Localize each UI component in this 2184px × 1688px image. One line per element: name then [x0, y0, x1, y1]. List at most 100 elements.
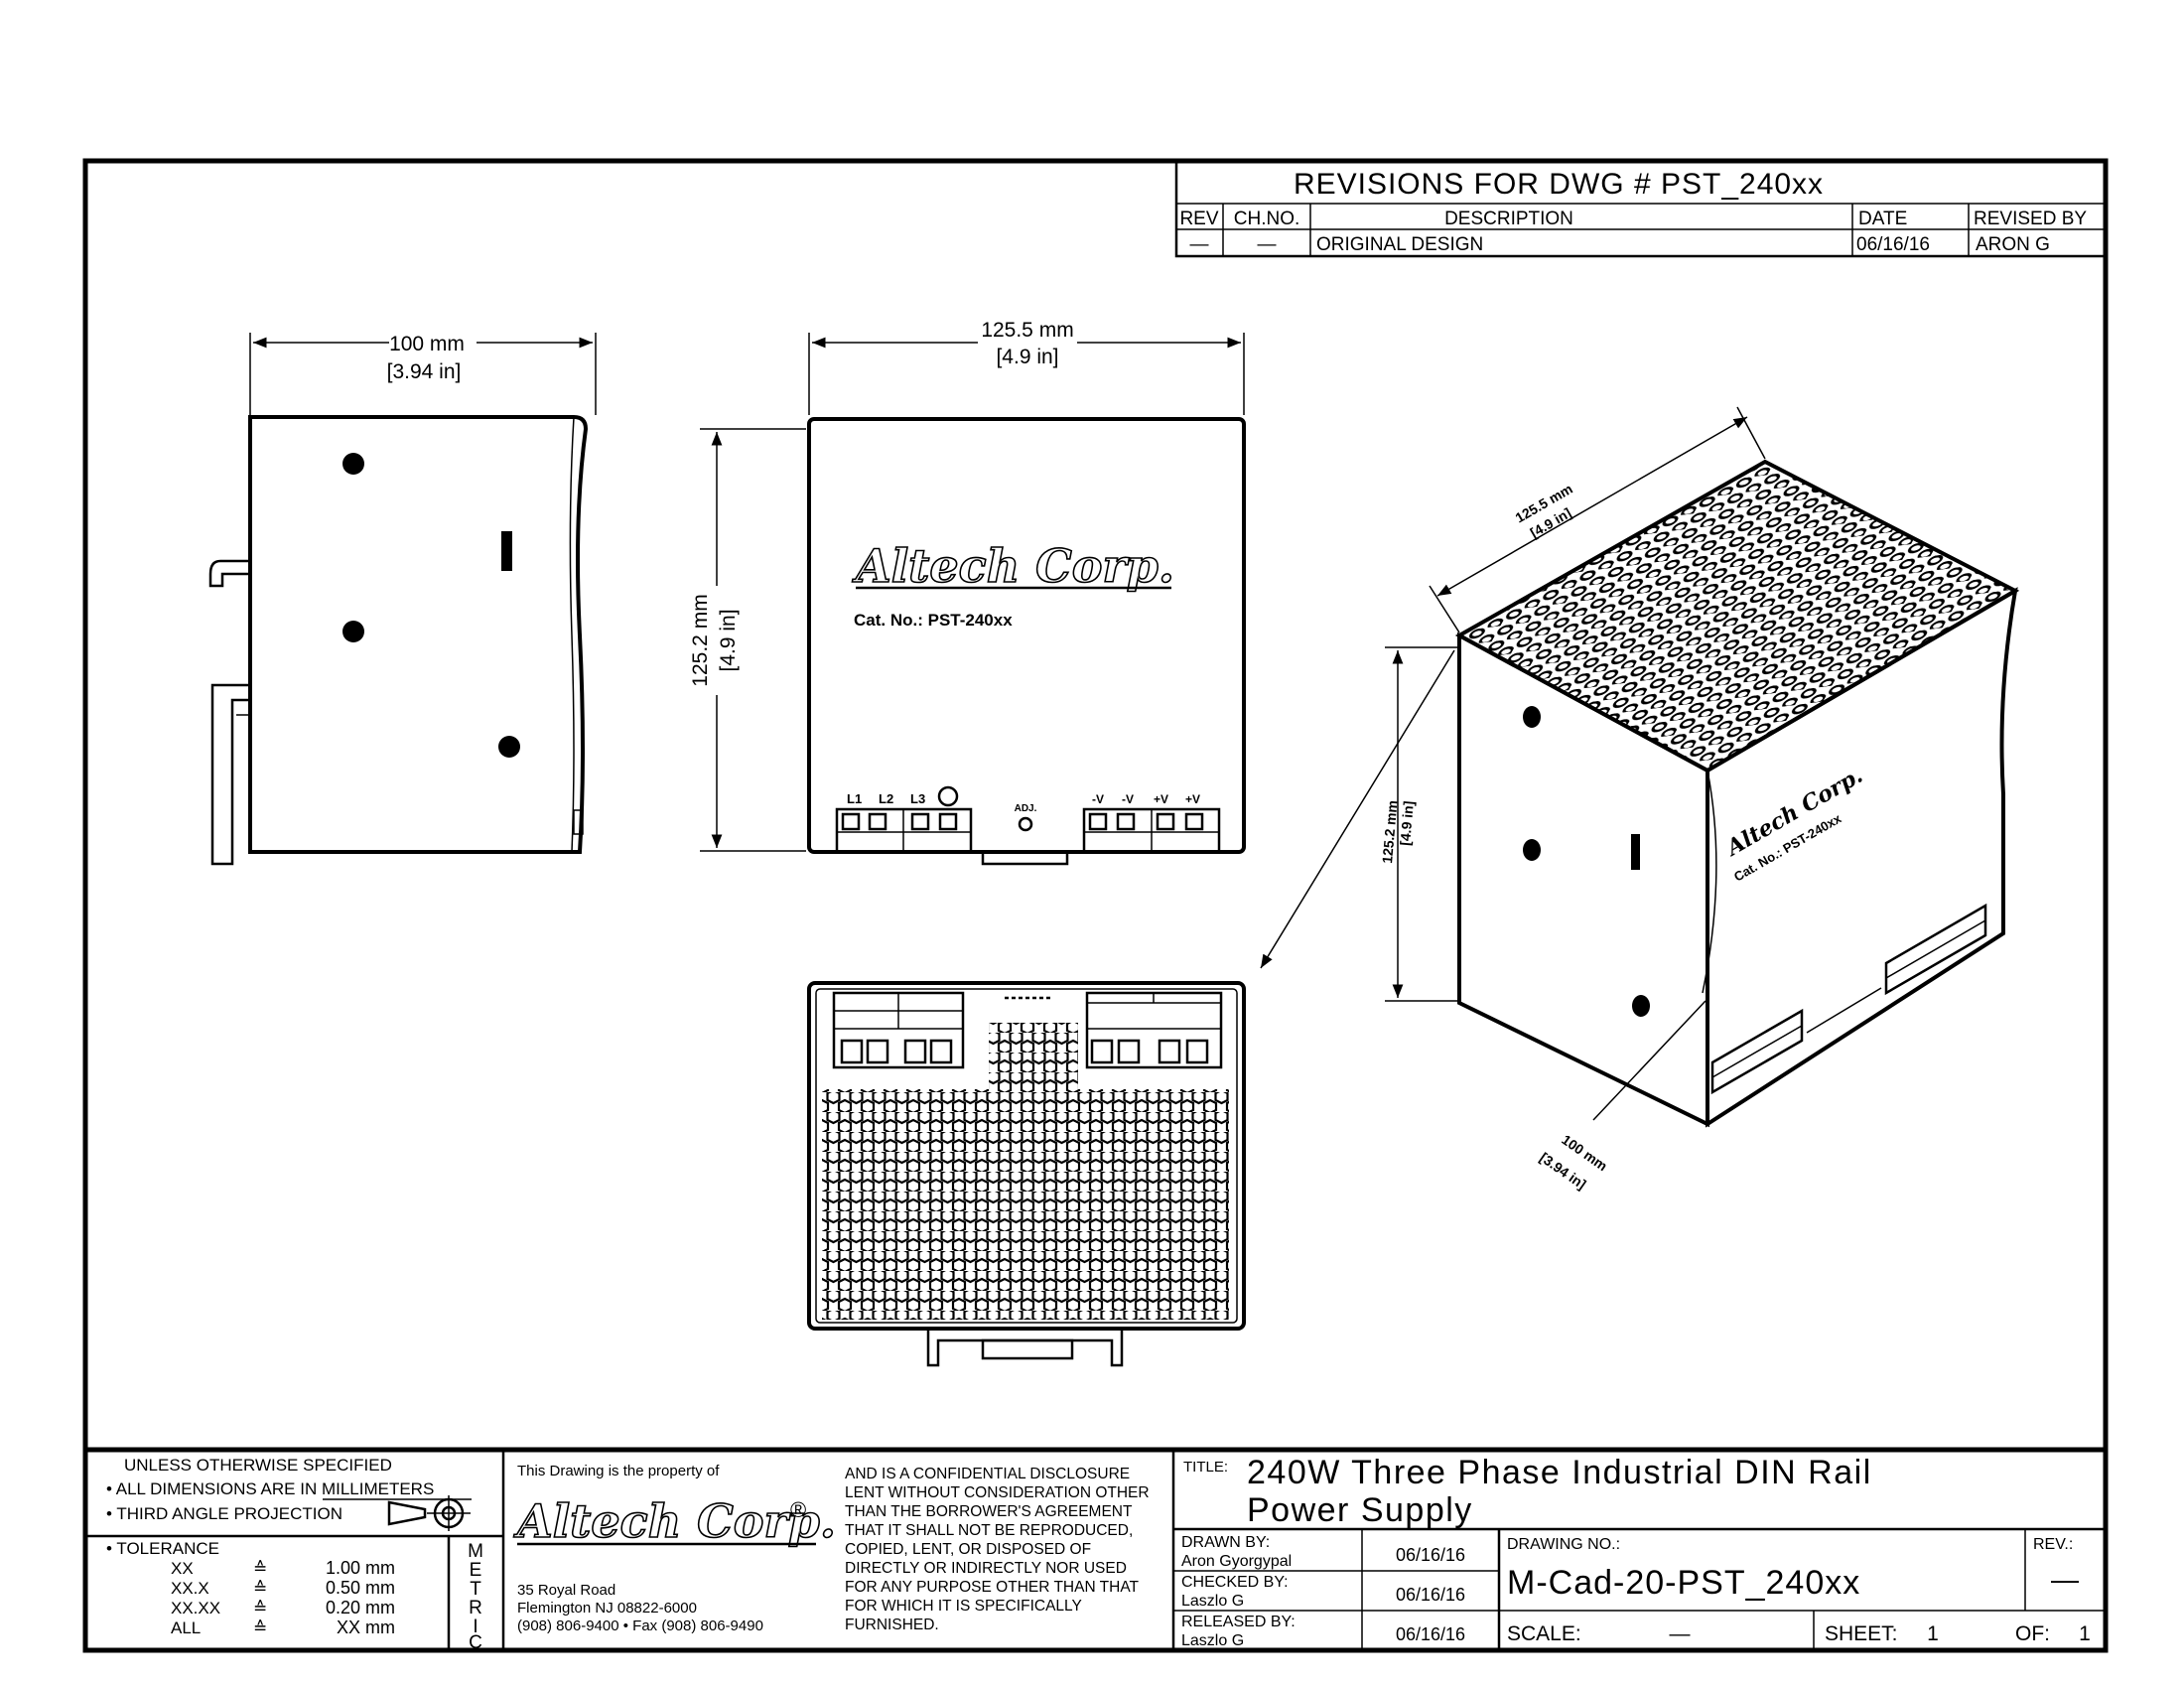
metric-letter-m: M — [468, 1541, 483, 1562]
adjust-potentiometer-icon — [1018, 816, 1033, 832]
tol-all-key: ALL — [171, 1618, 201, 1637]
revisions-title: REVISIONS FOR DWG # PST_240xx — [1294, 168, 1824, 201]
tol-xxxx-sym: ≙ — [253, 1599, 267, 1618]
metric-letter-r: R — [469, 1598, 482, 1618]
drawing-no-label: DRAWING NO.: — [1507, 1536, 1620, 1553]
notes-unless-specified: UNLESS OTHERWISE SPECIFIED — [124, 1456, 392, 1475]
checked-by-label: CHECKED BY: — [1181, 1574, 1289, 1591]
side-width-dimension-in: [3.94 in] — [387, 360, 462, 383]
revised-by-col-header: REVISED BY — [1974, 209, 2087, 229]
property-address-city: Flemington NJ 08822-6000 — [517, 1600, 697, 1617]
front-view: 125.5 mm [4.9 in] 125.2 mm [4.9 in] Alte… — [689, 319, 1246, 866]
front-height-dimension: 125.2 mm — [689, 594, 712, 686]
chno-cell: — — [1258, 234, 1277, 255]
front-width-dimension: 125.5 mm — [981, 319, 1073, 342]
front-width-dimension-in: [4.9 in] — [996, 346, 1058, 368]
sheet-value: 1 — [1927, 1622, 1939, 1645]
rev-col-header: REV — [1179, 209, 1218, 229]
front-catalog-number: Cat. No.: PST-240xx — [854, 611, 1013, 630]
drawing-title-line1: 240W Three Phase Industrial DIN Rail — [1247, 1454, 1872, 1491]
tol-xx-key: XX — [171, 1559, 194, 1578]
tol-xx-value: 1.00 mm — [326, 1558, 395, 1578]
third-angle-projection-icon — [387, 1495, 471, 1531]
title-label: TITLE: — [1183, 1459, 1228, 1476]
revised-by-cell: ARON G — [1976, 234, 2050, 255]
tolerance-label: • TOLERANCE — [106, 1539, 219, 1558]
side-view: 100 mm [3.94 in] — [208, 333, 597, 866]
property-address-phone: (908) 806-9400 • Fax (908) 806-9490 — [517, 1618, 763, 1634]
property-brand-logo: Altech Corp. — [513, 1494, 836, 1548]
checked-by-name: Laszlo G — [1181, 1593, 1244, 1610]
rev-value: — — [2051, 1564, 2079, 1595]
revisions-table: REVISIONS FOR DWG # PST_240xx REV CH.NO.… — [1174, 159, 2108, 258]
property-registered-mark: ® — [790, 1497, 806, 1522]
description-col-header: DESCRIPTION — [1444, 209, 1573, 229]
metric-letter-i: I — [473, 1617, 478, 1637]
drawn-by-label: DRAWN BY: — [1181, 1534, 1270, 1551]
tol-xx-sym: ≙ — [253, 1559, 267, 1578]
tol-xxx-value: 0.50 mm — [326, 1578, 395, 1598]
front-height-dimension-in: [4.9 in] — [717, 609, 740, 671]
notes-third-angle: • THIRD ANGLE PROJECTION — [106, 1504, 342, 1523]
metric-letter-t: T — [470, 1579, 481, 1600]
tol-xxx-key: XX.X — [171, 1579, 209, 1598]
disclosure-line: COPIED, LENT, OR DISPOSED OF — [845, 1541, 1091, 1558]
tol-all-value: XX mm — [337, 1618, 395, 1637]
iso-height-dimension-in: [4.9 in] — [1397, 800, 1417, 846]
disclosure-line: LENT WITHOUT CONSIDERATION OTHER — [845, 1484, 1150, 1501]
isometric-view: Altech Corp. Cat. No.: PST-240xx 125.5 m… — [1260, 406, 2020, 1193]
disclosure-line: AND IS A CONFIDENTIAL DISCLOSURE — [845, 1466, 1130, 1482]
checked-date: 06/16/16 — [1396, 1585, 1465, 1605]
tol-xxxx-key: XX.XX — [171, 1599, 220, 1618]
notes-dimensions-mm: • ALL DIMENSIONS ARE IN MILLIMETERS — [106, 1479, 434, 1498]
released-by-label: RELEASED BY: — [1181, 1614, 1296, 1630]
disclosure-line: THAT IT SHALL NOT BE REPRODUCED, — [845, 1522, 1133, 1539]
terminal-l2-label: L2 — [879, 791, 893, 806]
drawn-date: 06/16/16 — [1396, 1545, 1465, 1565]
released-date: 06/16/16 — [1396, 1624, 1465, 1644]
released-by-name: Laszlo G — [1181, 1632, 1244, 1649]
date-col-header: DATE — [1858, 209, 1907, 229]
metric-letter-e: E — [470, 1560, 482, 1581]
disclosure-line: FOR ANY PURPOSE OTHER THAN THAT — [845, 1579, 1140, 1596]
title-block: UNLESS OTHERWISE SPECIFIED • ALL DIMENSI… — [85, 1447, 2106, 1653]
tol-xxx-sym: ≙ — [253, 1579, 267, 1598]
rev-cell: — — [1190, 234, 1209, 255]
scale-value: — — [1670, 1622, 1691, 1645]
terminal-pos-v-2-label: +V — [1185, 792, 1200, 806]
terminal-neg-v-1-label: -V — [1092, 792, 1104, 806]
ground-icon — [937, 785, 959, 807]
terminal-pos-v-1-label: +V — [1154, 792, 1168, 806]
metric-letter-c: C — [469, 1632, 482, 1653]
property-address-street: 35 Royal Road — [517, 1582, 615, 1599]
iso-height-dimension: 125.2 mm — [1379, 799, 1401, 864]
description-cell: ORIGINAL DESIGN — [1316, 234, 1483, 255]
front-brand-logo: Altech Corp. — [852, 539, 1174, 593]
drawing-title-line2: Power Supply — [1247, 1491, 1473, 1529]
tol-xxxx-value: 0.20 mm — [326, 1598, 395, 1618]
adjust-label: ADJ. — [1015, 803, 1037, 814]
tol-all-sym: ≙ — [253, 1618, 267, 1637]
disclosure-line: THAN THE BORROWER'S AGREEMENT — [845, 1503, 1133, 1520]
property-intro: This Drawing is the property of — [517, 1463, 720, 1479]
date-cell: 06/16/16 — [1856, 234, 1930, 255]
of-value: 1 — [2079, 1622, 2091, 1645]
disclosure-line: DIRECTLY OR INDIRECTLY NOR USED — [845, 1560, 1127, 1577]
disclosure-line: FOR WHICH IT IS SPECIFICALLY — [845, 1598, 1082, 1615]
terminal-l1-label: L1 — [847, 791, 862, 806]
drawing-number: M-Cad-20-PST_240xx — [1507, 1564, 1860, 1602]
chno-col-header: CH.NO. — [1234, 209, 1300, 229]
side-width-dimension: 100 mm — [389, 333, 465, 355]
disclosure-line: FURNISHED. — [845, 1617, 939, 1633]
of-label: OF: — [2015, 1622, 2050, 1645]
top-view — [807, 981, 1246, 1367]
scale-label: SCALE: — [1507, 1622, 1581, 1645]
terminal-neg-v-2-label: -V — [1122, 792, 1134, 806]
rev-label: REV.: — [2033, 1536, 2073, 1553]
terminal-l3-label: L3 — [910, 791, 925, 806]
drawing-frame — [82, 158, 2109, 1653]
disclosure-text: AND IS A CONFIDENTIAL DISCLOSURE LENT WI… — [845, 1466, 1150, 1633]
sheet-label: SHEET: — [1825, 1622, 1898, 1645]
drawn-by-name: Aron Gyorgypal — [1181, 1553, 1292, 1570]
